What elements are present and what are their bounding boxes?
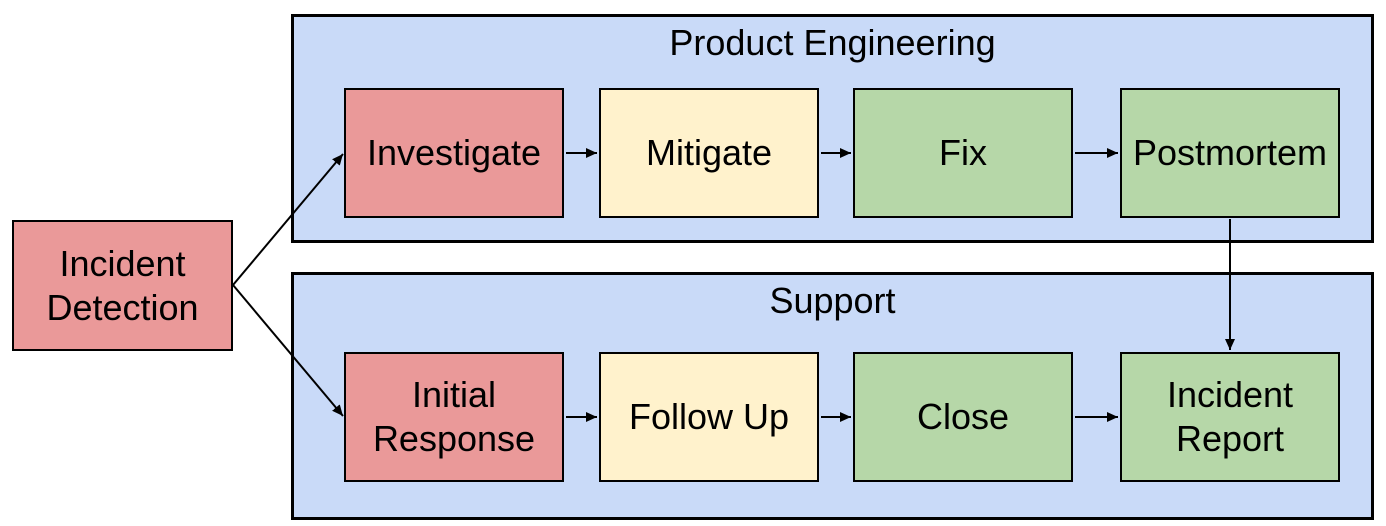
- node-close: Close: [853, 352, 1073, 482]
- node-initial-response: Initial Response: [344, 352, 564, 482]
- node-mitigate-label: Mitigate: [645, 132, 773, 173]
- node-incident-report: Incident Report: [1120, 352, 1340, 482]
- node-investigate: Investigate: [344, 88, 564, 218]
- node-postmortem-label: Postmortem: [1132, 132, 1328, 173]
- node-initial-response-label: Initial Response: [372, 374, 536, 459]
- lane-support-title: Support: [769, 280, 896, 321]
- node-incident-report-label: Incident Report: [1166, 374, 1294, 459]
- node-mitigate: Mitigate: [599, 88, 819, 218]
- node-close-label: Close: [916, 396, 1010, 437]
- node-fix: Fix: [853, 88, 1073, 218]
- node-follow-up-label: Follow Up: [628, 396, 790, 437]
- node-investigate-label: Investigate: [366, 132, 542, 173]
- lane-product-engineering: Product Engineering Investigate Mitigate…: [291, 14, 1374, 243]
- node-follow-up: Follow Up: [599, 352, 819, 482]
- lane-support: Support Initial Response Follow Up Close…: [291, 272, 1374, 520]
- lane-product-engineering-title: Product Engineering: [669, 22, 996, 63]
- node-incident-detection: Incident Detection: [12, 220, 233, 351]
- node-incident-detection-label: Incident Detection: [46, 242, 199, 328]
- node-postmortem: Postmortem: [1120, 88, 1340, 218]
- node-fix-label: Fix: [939, 132, 987, 173]
